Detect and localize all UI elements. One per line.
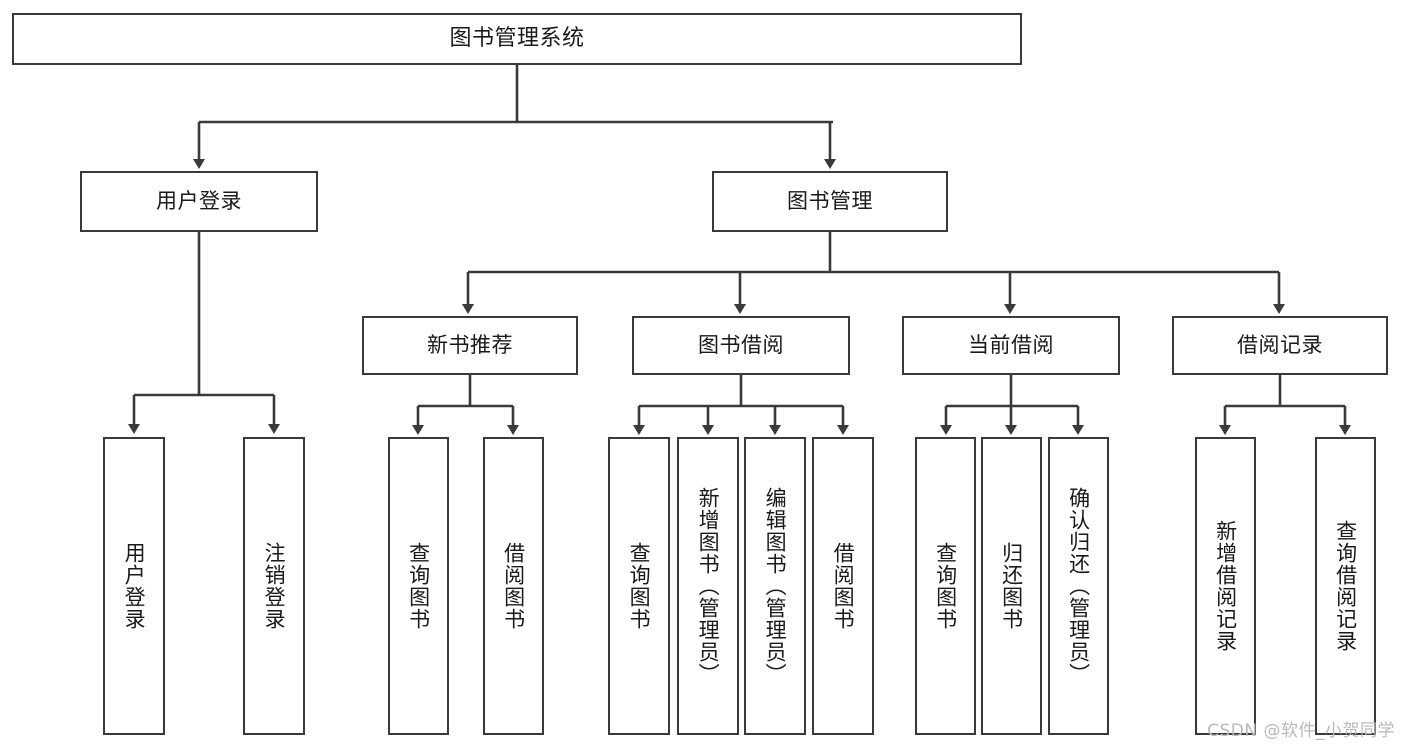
leaf-new-book-query-book[interactable]: 查询图书 xyxy=(388,437,449,735)
leaf-book-borrow-add-book-admin[interactable]: 新增图书（管理员） xyxy=(677,437,739,735)
watermark: CSDN @软件_小贺同学 xyxy=(1207,721,1395,741)
leaf-current-borrow-return-book[interactable]: 归还图书 xyxy=(981,437,1042,735)
node-label: 查询借阅记录 xyxy=(1333,520,1358,652)
node-label: 注销登录 xyxy=(262,542,287,630)
node-label: 用户登录 xyxy=(156,188,242,213)
node-label: 新增图书（管理员） xyxy=(696,487,721,685)
node-label: 查询图书 xyxy=(406,542,431,630)
leaf-user-login-logout[interactable]: 注销登录 xyxy=(243,437,305,735)
node-label: 确认归还（管理员） xyxy=(1066,487,1091,685)
node-label: 借阅图书 xyxy=(501,542,526,630)
node-label: 图书管理系统 xyxy=(449,25,585,51)
node-label: 查询图书 xyxy=(627,542,652,630)
leaf-book-borrow-query-book[interactable]: 查询图书 xyxy=(608,437,670,735)
node-label: 图书管理 xyxy=(787,188,873,213)
node-label: 借阅记录 xyxy=(1237,332,1323,357)
node-borrow-record[interactable]: 借阅记录 xyxy=(1172,316,1388,375)
node-book-borrow[interactable]: 图书借阅 xyxy=(632,316,850,375)
node-root-book-management-system[interactable]: 图书管理系统 xyxy=(12,13,1022,65)
leaf-current-borrow-confirm-return-admin[interactable]: 确认归还（管理员） xyxy=(1048,437,1109,735)
node-label: 新书推荐 xyxy=(427,332,513,357)
node-book-management[interactable]: 图书管理 xyxy=(712,171,948,232)
node-label: 编辑图书（管理员） xyxy=(763,487,788,685)
node-label: 用户登录 xyxy=(122,542,147,630)
node-label: 当前借阅 xyxy=(968,332,1054,357)
node-user-login[interactable]: 用户登录 xyxy=(80,171,318,232)
leaf-borrow-record-query-record[interactable]: 查询借阅记录 xyxy=(1315,437,1376,735)
leaf-borrow-record-add-record[interactable]: 新增借阅记录 xyxy=(1195,437,1256,735)
leaf-new-book-borrow-book[interactable]: 借阅图书 xyxy=(483,437,544,735)
node-new-book-recommend[interactable]: 新书推荐 xyxy=(362,316,578,375)
leaf-current-borrow-query-book[interactable]: 查询图书 xyxy=(915,437,976,735)
node-label: 查询图书 xyxy=(933,542,958,630)
leaf-book-borrow-edit-book-admin[interactable]: 编辑图书（管理员） xyxy=(744,437,806,735)
node-label: 图书借阅 xyxy=(698,332,784,357)
node-label: 归还图书 xyxy=(999,542,1024,630)
node-label: 借阅图书 xyxy=(831,542,856,630)
leaf-book-borrow-borrow-book[interactable]: 借阅图书 xyxy=(812,437,874,735)
node-current-borrow[interactable]: 当前借阅 xyxy=(902,316,1120,375)
leaf-user-login-login[interactable]: 用户登录 xyxy=(103,437,165,735)
node-label: 新增借阅记录 xyxy=(1213,520,1238,652)
